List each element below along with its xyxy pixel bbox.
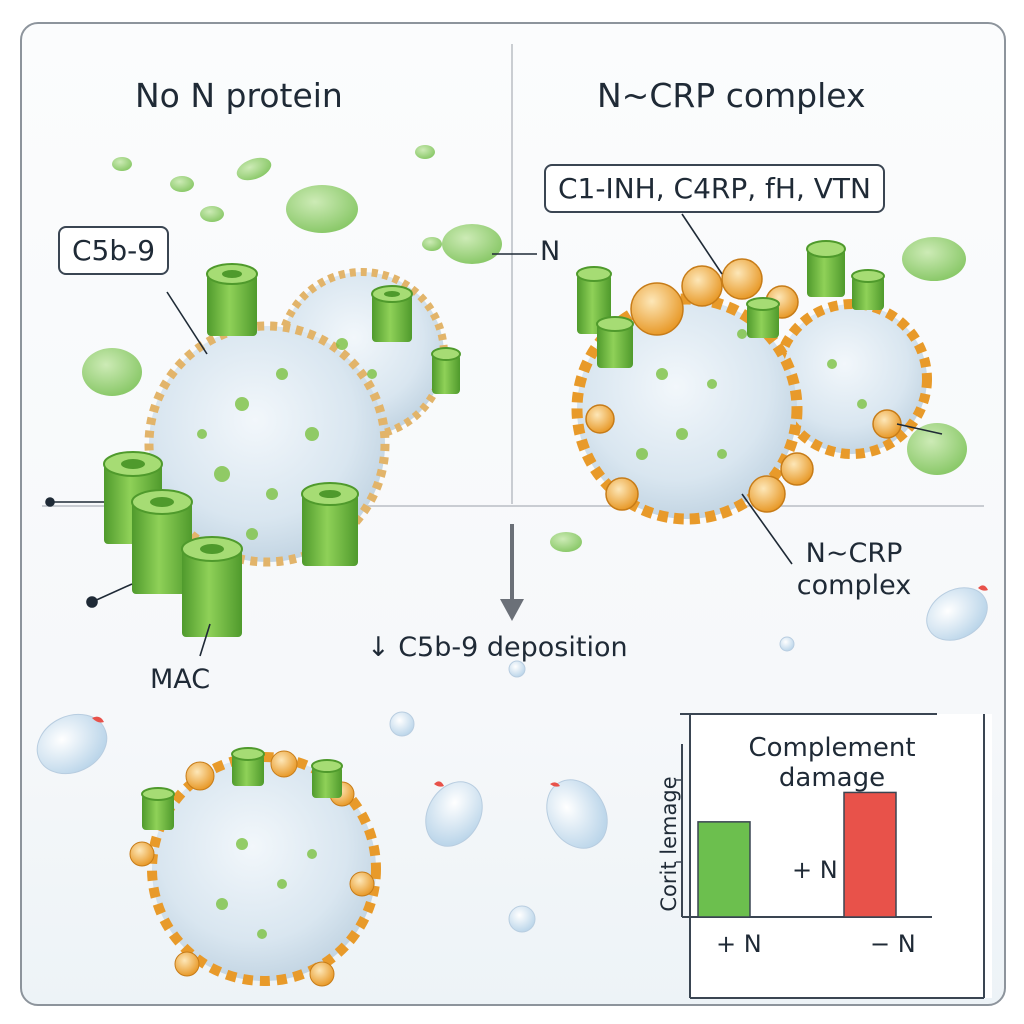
regulators-label: C1-INH, C4RP, fH, VTN	[544, 164, 885, 213]
down-arrow-icon	[500, 524, 524, 621]
chart-category-label-1: − N	[870, 930, 916, 958]
chart-annotation: + N	[792, 856, 838, 884]
chart-bar-0	[697, 821, 751, 918]
n-protein-label: N	[540, 236, 561, 267]
mac-pores-right	[576, 240, 885, 368]
c5b9-label: C5b-9	[58, 226, 170, 275]
deposition-label: ↓ C5b-9 deposition	[367, 632, 628, 663]
n-crp-complex-label: N~CRP complex	[796, 538, 912, 602]
mac-label: MAC	[150, 664, 211, 695]
chart-bar-1	[843, 791, 897, 918]
chart-category-label-0: + N	[716, 930, 762, 958]
mac-pores-left	[103, 263, 461, 637]
figure-frame: No N protein N~CRP complex C5b-9 C1-INH,…	[20, 22, 1006, 1006]
chart-y-label: Cоrit lemage	[657, 776, 681, 912]
right-panel-title: N~CRP complex	[597, 76, 866, 115]
chart-title: Complement damage	[748, 733, 916, 793]
inset-chart	[676, 713, 992, 999]
lysed-droplets	[36, 587, 988, 933]
left-panel-title: No N protein	[135, 76, 343, 115]
chart-bars	[697, 791, 897, 918]
bacterial-cell-bottom	[129, 747, 381, 987]
illustration-canvas	[36, 44, 992, 999]
free-complement-particles	[82, 145, 582, 552]
